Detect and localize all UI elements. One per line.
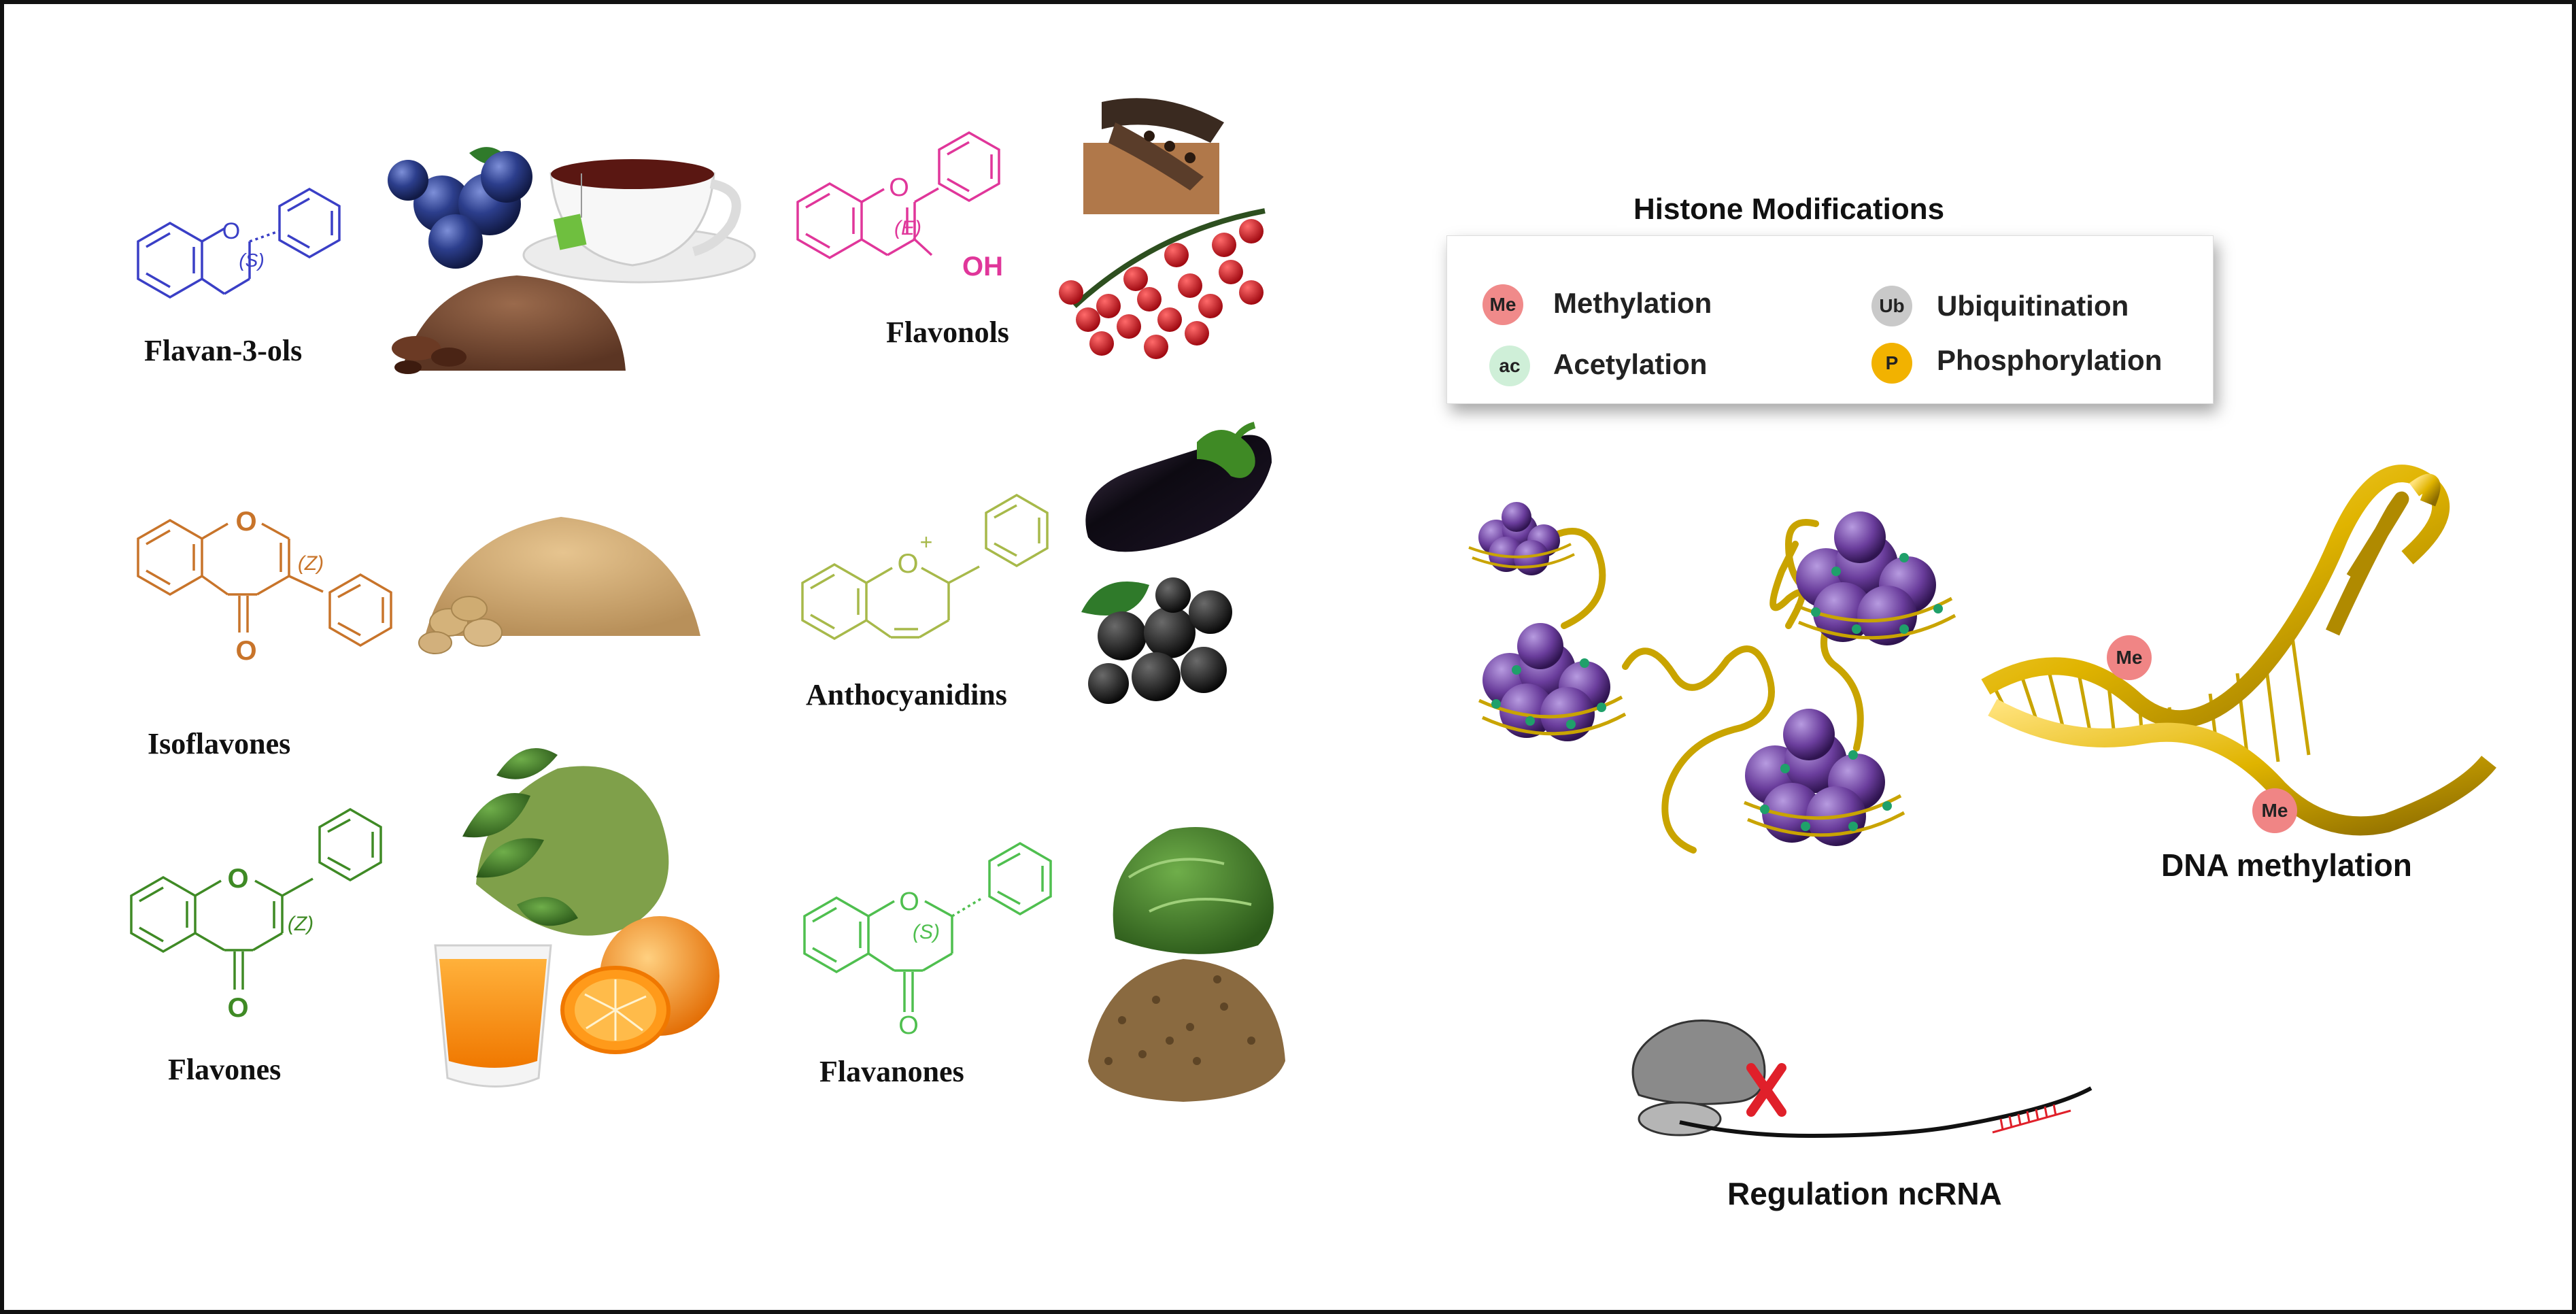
chromatin-fiber bbox=[1547, 519, 1864, 854]
dna-methyl-tag-lower: Me bbox=[2252, 788, 2297, 833]
isoflavones-structure bbox=[137, 518, 392, 647]
dna-helix bbox=[1981, 465, 2496, 836]
histone-legend bbox=[1446, 235, 2214, 404]
dna-methylation-label: DNA methylation bbox=[2161, 847, 2412, 883]
acetylation-label: Acetylation bbox=[1553, 348, 1708, 380]
orange-icon bbox=[560, 916, 719, 1054]
acetylation-badge: ac bbox=[1489, 346, 1530, 386]
ubiquitination-badge: Ub bbox=[1871, 286, 1912, 326]
label-flavanones: Flavanones bbox=[819, 1055, 964, 1088]
svg-text:O: O bbox=[897, 549, 918, 579]
mrna-strand bbox=[1679, 1086, 2092, 1139]
svg-text:O: O bbox=[899, 888, 919, 916]
svg-text:O: O bbox=[227, 993, 248, 1023]
svg-text:+: + bbox=[920, 530, 933, 554]
anthocyanidins-structure bbox=[801, 493, 1049, 641]
label-flavonols: Flavonols bbox=[886, 316, 1009, 349]
svg-text:O: O bbox=[235, 507, 256, 537]
ribosome-icon bbox=[1631, 1020, 1766, 1136]
flavonols-structure bbox=[796, 131, 1000, 260]
label-flavones: Flavones bbox=[168, 1053, 282, 1086]
svg-text:O: O bbox=[222, 218, 240, 244]
blueberries-icon bbox=[388, 147, 532, 269]
spinach-icon bbox=[1113, 827, 1274, 954]
svg-text:(S): (S) bbox=[913, 921, 940, 943]
methylation-badge: Me bbox=[1482, 284, 1523, 325]
label-isoflavones: Isoflavones bbox=[148, 727, 291, 760]
dna-methyl-tag-upper: Me bbox=[2107, 635, 2152, 680]
label-anthocyanidins: Anthocyanidins bbox=[806, 678, 1007, 711]
parsley-icon bbox=[462, 748, 669, 936]
svg-text:(Z): (Z) bbox=[298, 552, 324, 575]
svg-text:O: O bbox=[889, 173, 909, 202]
blocked-cross-icon bbox=[1746, 1063, 1786, 1117]
flavones-structure bbox=[130, 807, 382, 990]
cocoa-powder-icon bbox=[392, 275, 626, 374]
mirna-icon bbox=[1992, 1104, 2071, 1134]
svg-text:O: O bbox=[227, 864, 248, 894]
label-flavan-3-ols: Flavan-3-ols bbox=[144, 334, 303, 367]
tea-cup-icon bbox=[522, 159, 756, 284]
eggplant-icon bbox=[1085, 422, 1272, 552]
methylation-label: Methylation bbox=[1553, 287, 1712, 319]
nucleosome-1 bbox=[1468, 502, 1575, 575]
svg-text:(S): (S) bbox=[239, 250, 264, 271]
phosphorylation-label: Phosphorylation bbox=[1937, 344, 2163, 376]
svg-text:O: O bbox=[898, 1011, 919, 1040]
flavan3ol-structure bbox=[137, 187, 341, 299]
svg-text:(Z): (Z) bbox=[288, 913, 313, 935]
nucleosome-4 bbox=[1744, 709, 1905, 846]
nucleosome-3 bbox=[1795, 511, 1956, 645]
seeds-icon bbox=[1088, 959, 1285, 1102]
nucleosome-2 bbox=[1478, 623, 1627, 741]
svg-text:O: O bbox=[235, 636, 256, 666]
svg-text:(E): (E) bbox=[894, 217, 921, 239]
flavanones-structure bbox=[803, 841, 1052, 1012]
ubiquitination-label: Ubiquitination bbox=[1937, 290, 2129, 322]
orange-juice-icon bbox=[434, 944, 552, 1088]
soy-flour-icon bbox=[418, 517, 700, 654]
carob-icon bbox=[1083, 98, 1224, 214]
regulation-ncrna-label: Regulation ncRNA bbox=[1727, 1176, 2002, 1211]
blackcurrant-icon bbox=[1081, 577, 1232, 704]
phosphorylation-badge: P bbox=[1871, 343, 1912, 384]
svg-text:OH: OH bbox=[962, 252, 1003, 282]
legend-title: Histone Modifications bbox=[1617, 192, 1961, 226]
red-berries-icon bbox=[1059, 208, 1266, 359]
